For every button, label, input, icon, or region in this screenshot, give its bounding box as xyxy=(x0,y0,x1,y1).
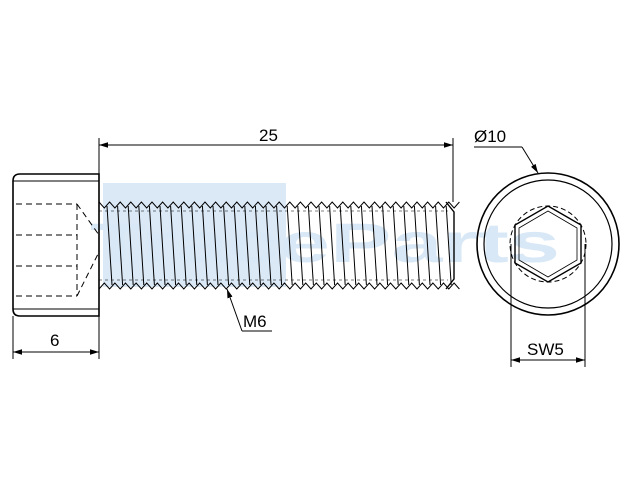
thread-line xyxy=(318,205,325,286)
dim-length xyxy=(98,138,454,202)
hidden-socket-lines xyxy=(16,203,100,297)
thread-line xyxy=(382,205,389,286)
thread-line xyxy=(159,205,166,286)
thread-line xyxy=(117,205,124,286)
thread-line xyxy=(445,205,452,286)
screw-head xyxy=(12,173,100,317)
thread-line xyxy=(413,205,420,286)
thread-line xyxy=(297,205,304,286)
thread-line xyxy=(191,205,198,286)
head-outer-circle xyxy=(476,172,620,316)
thread-line xyxy=(424,205,431,286)
thread-line xyxy=(201,205,208,286)
thread-line xyxy=(223,205,230,286)
thread-leader xyxy=(226,288,272,332)
watermark-box xyxy=(103,183,286,287)
thread-line xyxy=(276,205,283,286)
hex-socket-inner xyxy=(518,210,578,278)
watermark: TraceParts xyxy=(90,183,560,287)
thread-line xyxy=(329,205,336,286)
end-view xyxy=(476,172,620,316)
thread-label: M6 xyxy=(243,312,267,331)
thread-line xyxy=(371,205,378,286)
thread-line xyxy=(286,205,293,286)
hex-socket xyxy=(514,205,582,283)
dim-socket xyxy=(510,244,586,367)
dim-head-label: 6 xyxy=(50,331,59,350)
thread-line xyxy=(106,205,113,286)
diameter-leader xyxy=(474,146,539,174)
socket-label: SW5 xyxy=(527,340,564,359)
shank-end xyxy=(445,201,455,290)
dim-head xyxy=(12,316,100,359)
thread-line xyxy=(148,205,155,286)
head-outline xyxy=(12,173,100,317)
thread-crest-top xyxy=(98,201,460,209)
thread-line xyxy=(127,205,134,286)
thread-line xyxy=(265,205,272,286)
thread-line xyxy=(360,205,367,286)
watermark-text: TraceParts xyxy=(90,211,560,274)
thread-line xyxy=(233,205,240,286)
thread-crest-bottom xyxy=(98,282,460,290)
thread-line xyxy=(254,205,261,286)
thread-line xyxy=(403,205,410,286)
thread-line xyxy=(170,205,177,286)
thread-line xyxy=(212,205,219,286)
thread-line xyxy=(180,205,187,286)
thread-line xyxy=(244,205,251,286)
dim-length-label: 25 xyxy=(259,126,278,145)
threaded-shank xyxy=(98,201,460,290)
diameter-label: Ø10 xyxy=(474,127,506,146)
thread-line xyxy=(350,205,357,286)
thread-line xyxy=(435,205,442,286)
head-inner-circle xyxy=(483,179,613,309)
thread-line xyxy=(307,205,314,286)
thread-line xyxy=(392,205,399,286)
thread-line xyxy=(138,205,145,286)
thread-line xyxy=(339,205,346,286)
